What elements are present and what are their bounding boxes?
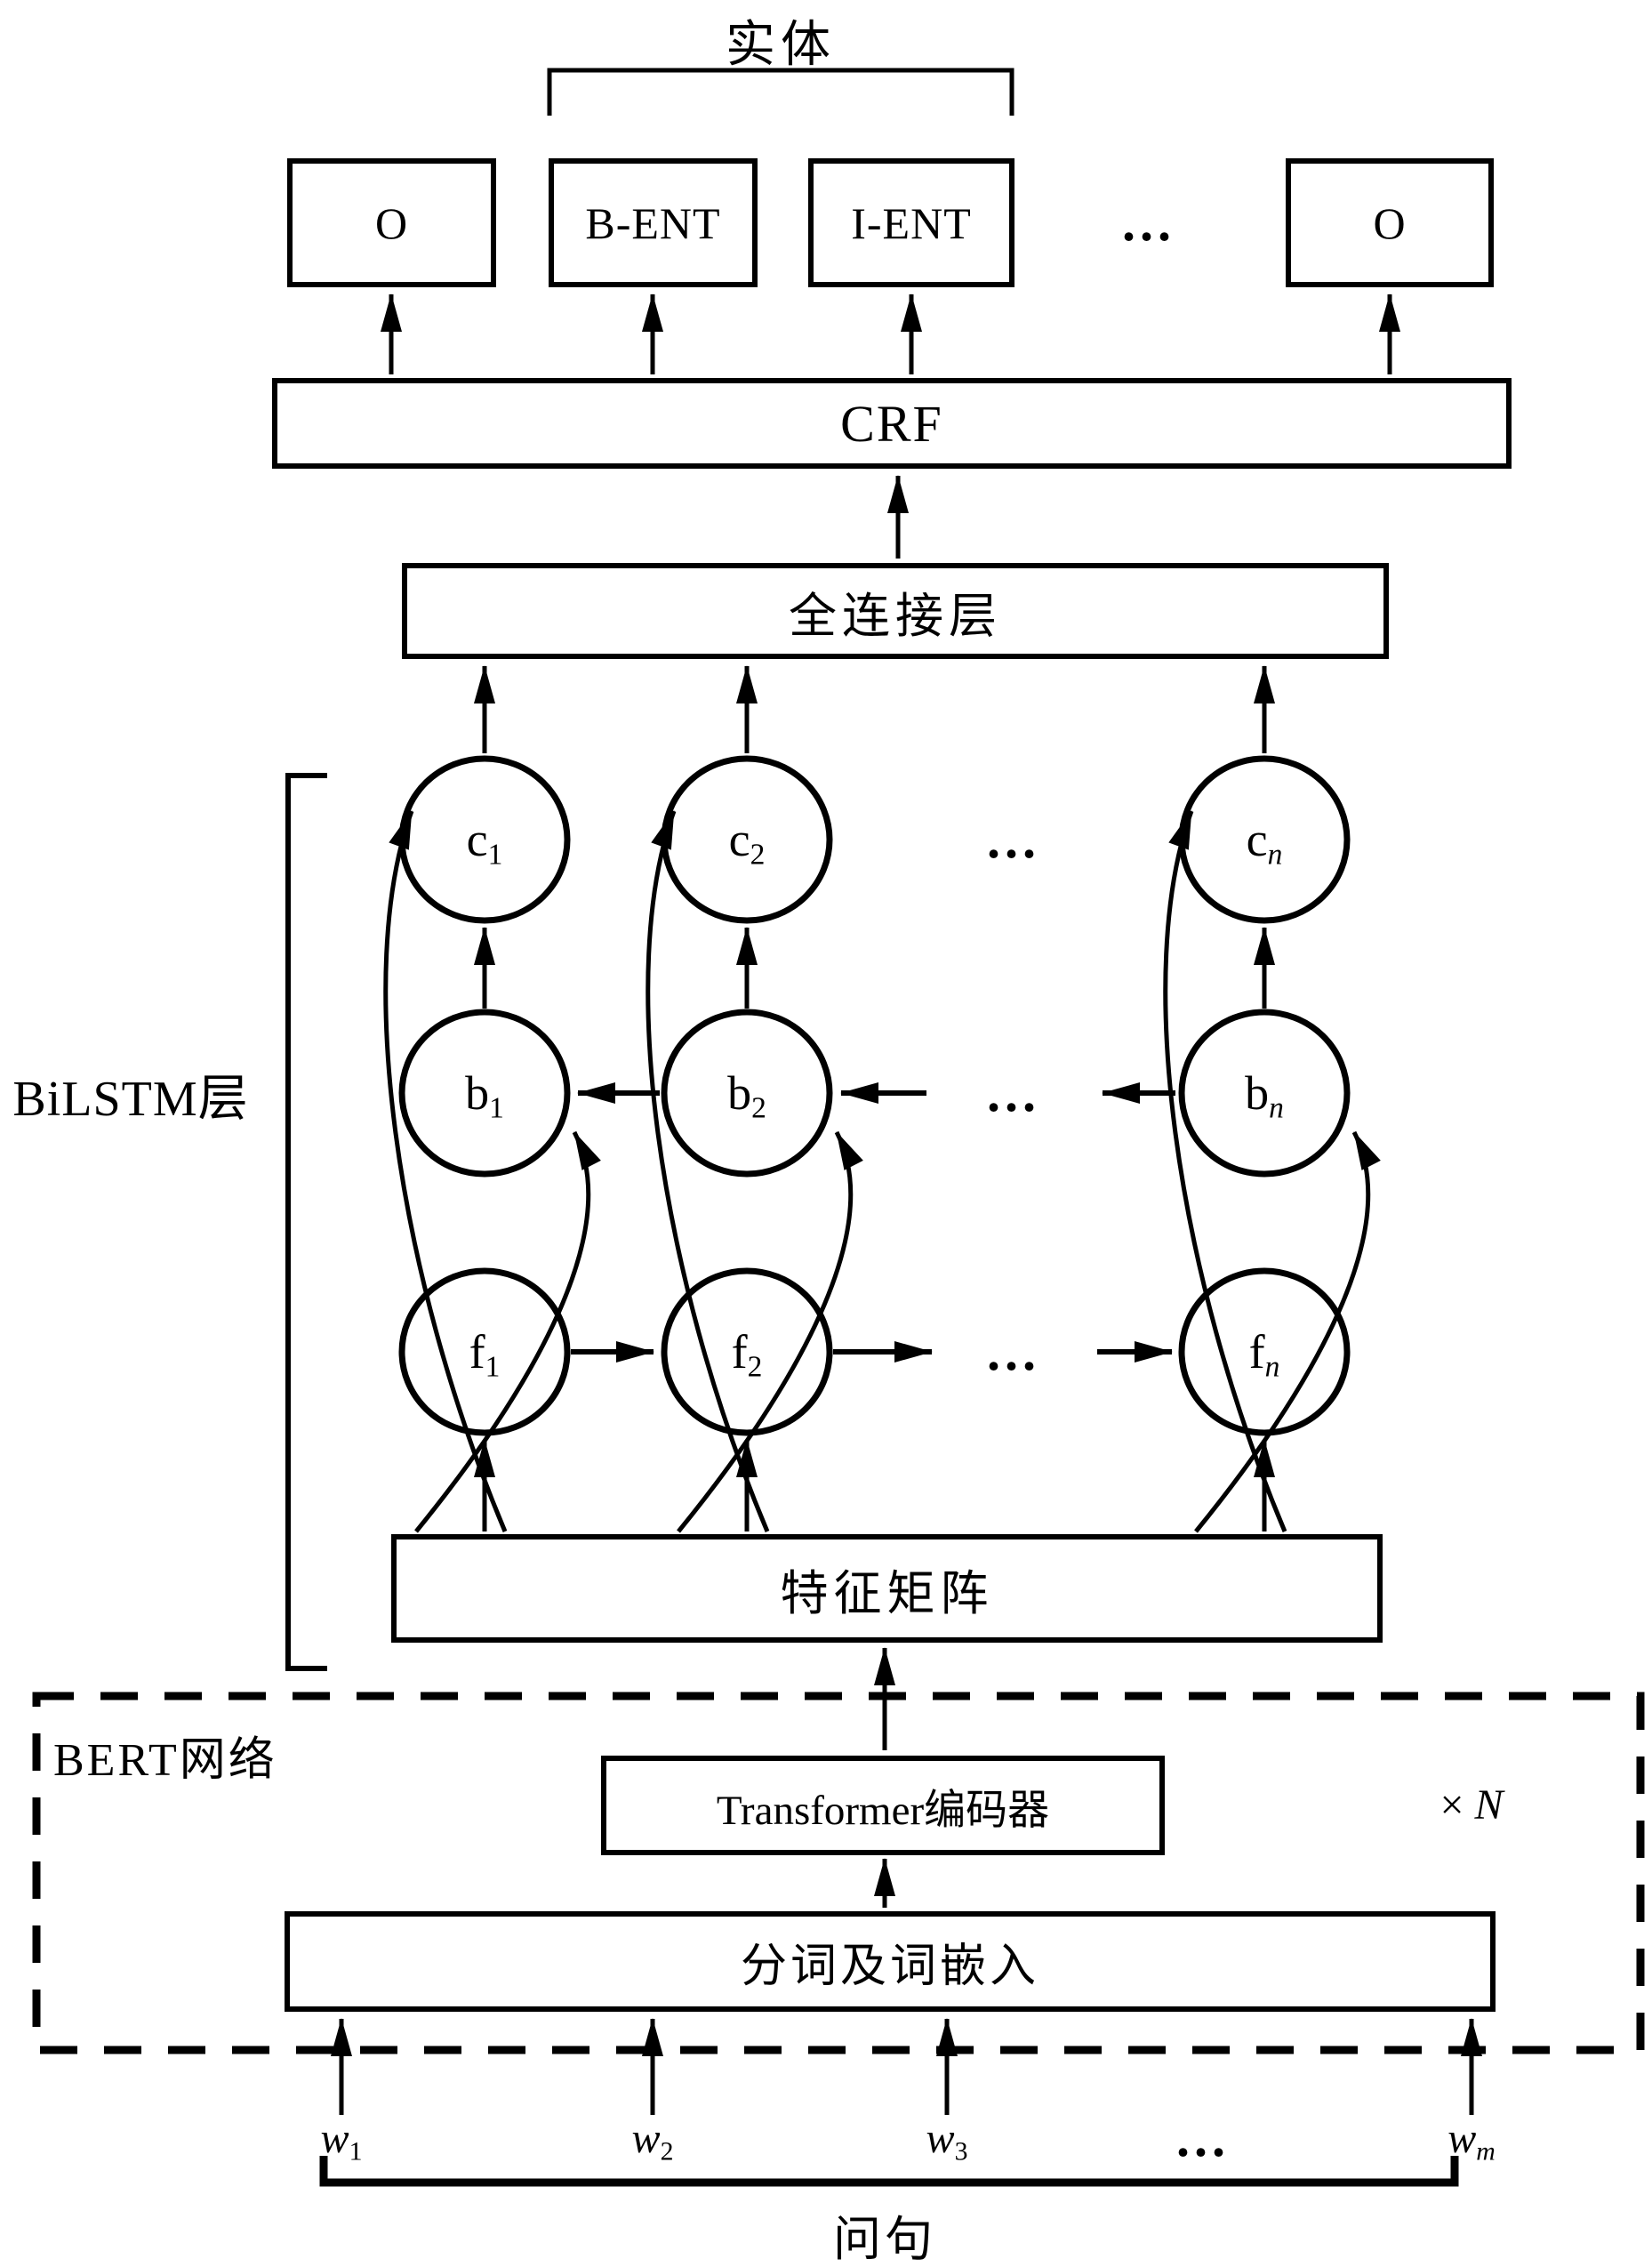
f-row-ellipsis: ... xyxy=(987,1322,1040,1381)
entity-label: 实体 xyxy=(726,17,836,73)
feature-matrix-label: 特征矩阵 xyxy=(780,1566,994,1620)
b-row-ellipsis: ... xyxy=(987,1063,1040,1122)
bilstm-layer-label: BiLSTM层 xyxy=(12,1071,249,1127)
question-label: 问句 xyxy=(833,2212,936,2266)
word-w3-label: w3 xyxy=(926,2114,968,2166)
curve-feature-to-bn xyxy=(1194,1130,1381,1533)
fully-connected-layer-label: 全连接层 xyxy=(789,589,1002,643)
tag-box-b-ent-label: B-ENT xyxy=(585,197,721,248)
node-fn-circle xyxy=(1178,1267,1351,1436)
node-cn-label: cn xyxy=(1246,813,1283,872)
node-bn-circle xyxy=(1178,1009,1351,1178)
c-row-ellipsis: ... xyxy=(987,809,1040,869)
node-b1-circle xyxy=(398,1009,571,1178)
bilstm-bracket xyxy=(285,773,327,1671)
tag-box-b-ent: B-ENT xyxy=(549,158,758,287)
n-variable: N xyxy=(1474,1781,1504,1829)
node-f2-circle xyxy=(661,1267,833,1436)
crf-layer-label: CRF xyxy=(840,394,943,453)
node-b2-label: b2 xyxy=(727,1066,766,1125)
node-c2-label: c2 xyxy=(728,813,766,872)
curve-feature-to-cn xyxy=(1163,810,1287,1532)
bert-dashed-border xyxy=(32,1692,1645,2054)
tag-box-o-2: O xyxy=(1286,158,1494,287)
transformer-encoder-label: Transformer编码器 xyxy=(716,1787,1050,1834)
node-fn-label: fn xyxy=(1248,1325,1280,1384)
node-b2-circle xyxy=(661,1009,833,1178)
tokenize-embedding-box: 分词及词嵌入 xyxy=(285,1911,1496,2012)
fully-connected-layer-box: 全连接层 xyxy=(402,563,1389,659)
node-f1-label: f1 xyxy=(469,1325,501,1384)
crf-layer-box: CRF xyxy=(272,378,1512,469)
entity-bracket xyxy=(547,68,1014,116)
node-b1-label: b1 xyxy=(465,1066,504,1125)
tag-box-o-1: O xyxy=(287,158,496,287)
word-w2-label: w2 xyxy=(631,2114,674,2166)
tag-box-i-ent: I-ENT xyxy=(808,158,1014,287)
word-wm-label: wm xyxy=(1448,2114,1496,2166)
curve-feature-to-b1 xyxy=(414,1130,601,1533)
curve-feature-to-c1 xyxy=(383,810,508,1532)
transformer-encoder-box: Transformer编码器 xyxy=(601,1756,1165,1855)
curve-feature-to-b2 xyxy=(677,1130,863,1533)
bert-network-label: BERT网络 xyxy=(53,1734,277,1786)
tokenize-embedding-label: 分词及词嵌入 xyxy=(740,1941,1039,1992)
node-f1-circle xyxy=(398,1267,571,1436)
feature-matrix-box: 特征矩阵 xyxy=(391,1534,1383,1643)
node-bn-label: bn xyxy=(1245,1066,1284,1125)
tag-box-o-2-label: O xyxy=(1373,197,1407,248)
tag-box-i-ent-label: I-ENT xyxy=(851,197,972,248)
curve-feature-to-c2 xyxy=(646,810,770,1532)
tag-box-o-1-label: O xyxy=(374,197,409,248)
question-bracket xyxy=(319,2156,1459,2187)
times-n-annotation: × N xyxy=(1396,1773,1547,1836)
times-symbol: × xyxy=(1439,1781,1464,1829)
word-row-ellipsis: ... xyxy=(1176,2108,1230,2167)
tag-row-ellipsis: ... xyxy=(1122,192,1175,252)
node-f2-label: f2 xyxy=(731,1325,763,1384)
node-c1-label: c1 xyxy=(466,813,503,872)
word-w1-label: w1 xyxy=(320,2114,363,2166)
